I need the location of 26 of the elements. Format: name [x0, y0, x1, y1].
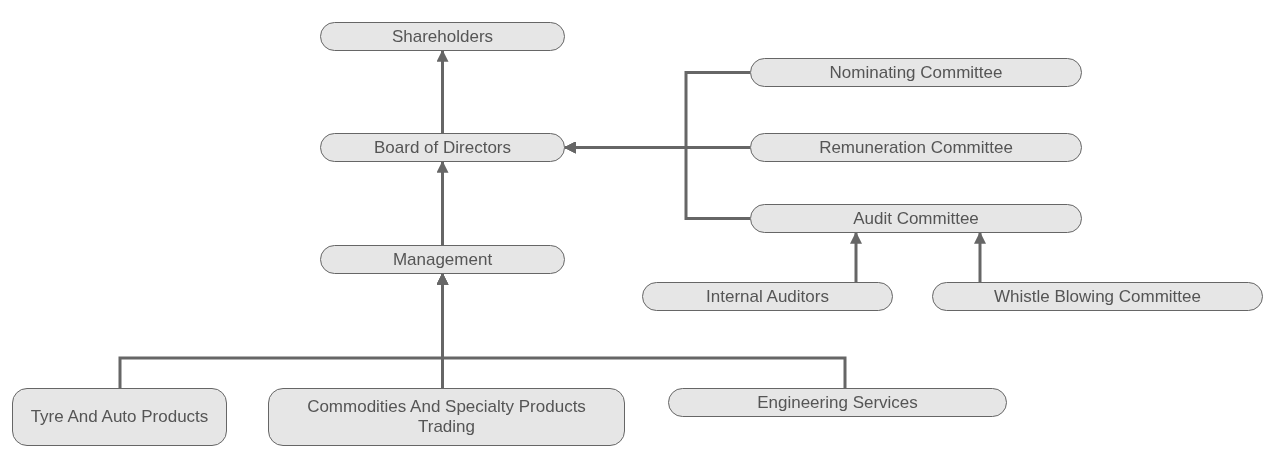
box-label: Internal Auditors	[706, 286, 829, 307]
connector-arrow	[850, 231, 862, 282]
box-label: Shareholders	[391, 26, 494, 47]
rounded-box	[932, 282, 1263, 311]
rounded-box	[268, 388, 625, 446]
box-label: Management	[392, 249, 493, 270]
box-label: Nominating Committee	[829, 62, 1003, 83]
box-label: Engineering Services	[757, 392, 918, 413]
box-label: Commodities And Specialty Products Trading	[306, 397, 587, 437]
box-label: Tyre And Auto Products	[30, 407, 209, 427]
rounded-box	[750, 58, 1082, 87]
rounded-box	[642, 282, 893, 311]
connector-arrow	[436, 160, 449, 245]
rounded-box	[320, 133, 565, 162]
rounded-box	[320, 245, 565, 274]
box-label: Remuneration Committee	[819, 137, 1013, 158]
rounded-box	[750, 133, 1082, 162]
rounded-box	[750, 204, 1082, 233]
box-label: Board of Directors	[374, 137, 511, 158]
box-label: Whistle Blowing Committee	[994, 286, 1201, 307]
rounded-box	[320, 22, 565, 51]
rounded-box	[668, 388, 1007, 417]
rounded-box	[12, 388, 227, 446]
box-label: Audit Committee	[853, 208, 979, 229]
connector-arrow	[974, 231, 986, 282]
connector-arrow	[436, 49, 449, 133]
